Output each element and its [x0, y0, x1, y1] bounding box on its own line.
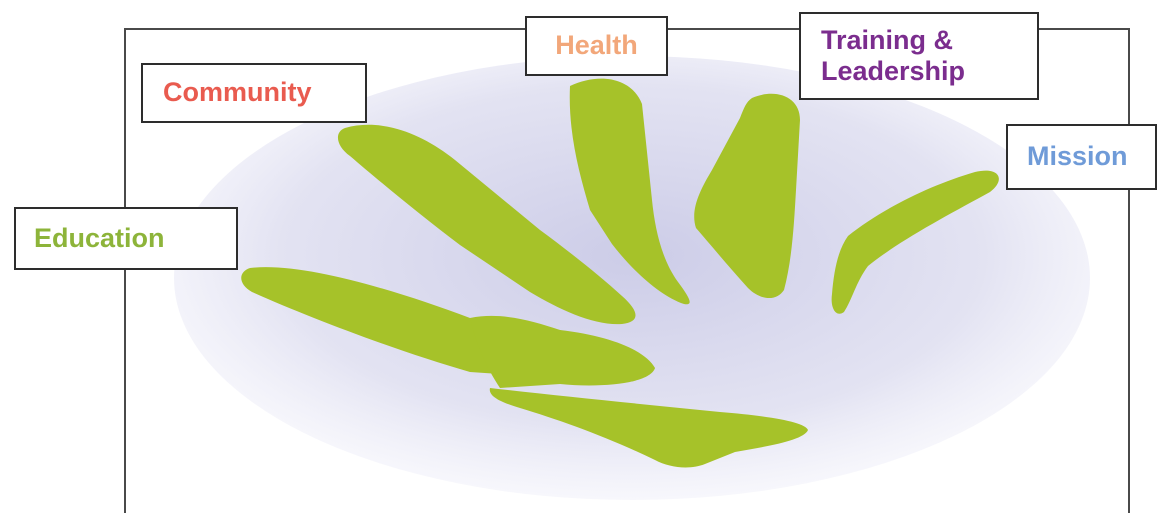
- label-education: Education: [14, 207, 238, 270]
- label-community-text: Community: [163, 77, 312, 108]
- label-health: Health: [525, 16, 668, 76]
- label-training-leadership: Training & Leadership: [799, 12, 1039, 100]
- label-training-text: Training & Leadership: [821, 25, 1021, 87]
- label-community: Community: [141, 63, 367, 123]
- label-education-text: Education: [34, 223, 165, 254]
- label-mission: Mission: [1006, 124, 1157, 190]
- label-mission-text: Mission: [1027, 141, 1128, 172]
- label-health-text: Health: [555, 30, 638, 61]
